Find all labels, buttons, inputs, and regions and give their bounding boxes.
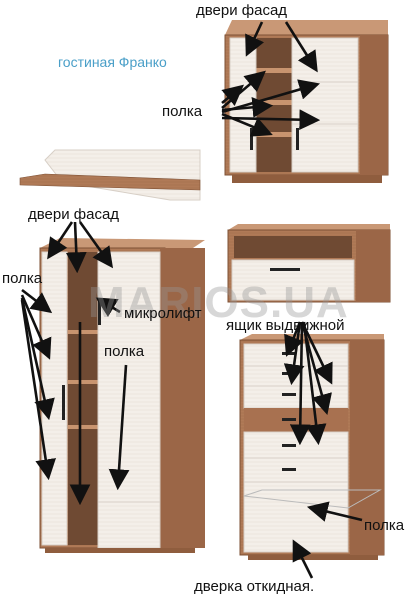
label-shelf-middle: полка bbox=[104, 343, 145, 360]
label-drawer: ящик выдвижной bbox=[226, 317, 345, 334]
label-microlift: микролифт bbox=[124, 305, 202, 322]
wall-cabinet bbox=[224, 20, 389, 183]
watermark: MARIOS.UA bbox=[88, 278, 349, 327]
label-shelf-bottom: полка bbox=[364, 517, 405, 534]
tv-stand bbox=[227, 224, 391, 303]
label-doors-left: двери фасад bbox=[28, 206, 120, 223]
wall-shelf bbox=[19, 149, 201, 201]
page-title: гостиная Франко bbox=[58, 54, 167, 70]
annotation-arrows bbox=[20, 21, 363, 579]
chest-of-drawers bbox=[239, 334, 385, 560]
label-fold-door: дверка откидная. bbox=[194, 578, 315, 595]
label-shelf-top: полка bbox=[162, 103, 203, 120]
label-shelf-left: полка bbox=[2, 270, 43, 287]
label-doors-top: двери фасад bbox=[196, 2, 288, 19]
